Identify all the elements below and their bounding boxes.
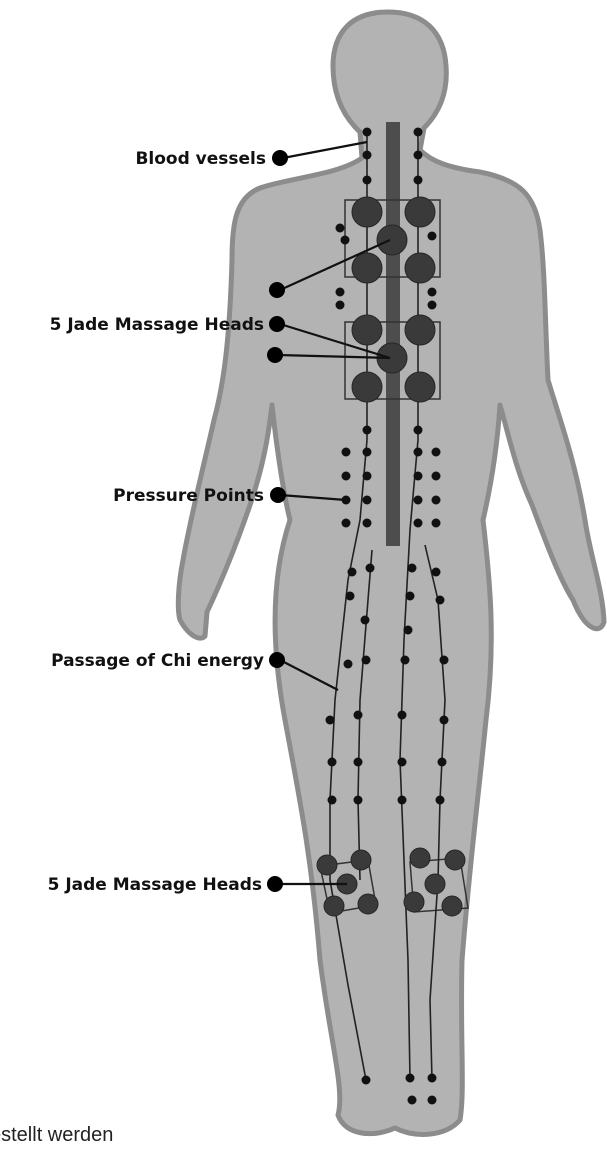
bullet-jade-knee <box>267 876 283 892</box>
label-jade-massage-heads-upper: 5 Jade Massage Heads <box>50 315 264 335</box>
bullet-lone-lower <box>267 347 283 363</box>
bullet-jade-upper <box>269 316 285 332</box>
bullet-blood-vessels <box>272 150 288 166</box>
bullet-chi-energy <box>269 652 285 668</box>
label-chi-energy: Passage of Chi energy <box>51 651 264 671</box>
bullet-pressure-points <box>270 487 286 503</box>
label-blood-vessels: Blood vessels <box>135 149 266 169</box>
label-pressure-points: Pressure Points <box>113 486 264 506</box>
spine-bar <box>386 122 400 546</box>
footer-text-fragment: estellt werden <box>0 1124 113 1147</box>
bullet-lone-upper <box>269 282 285 298</box>
label-jade-massage-heads-knee: 5 Jade Massage Heads <box>48 875 262 895</box>
